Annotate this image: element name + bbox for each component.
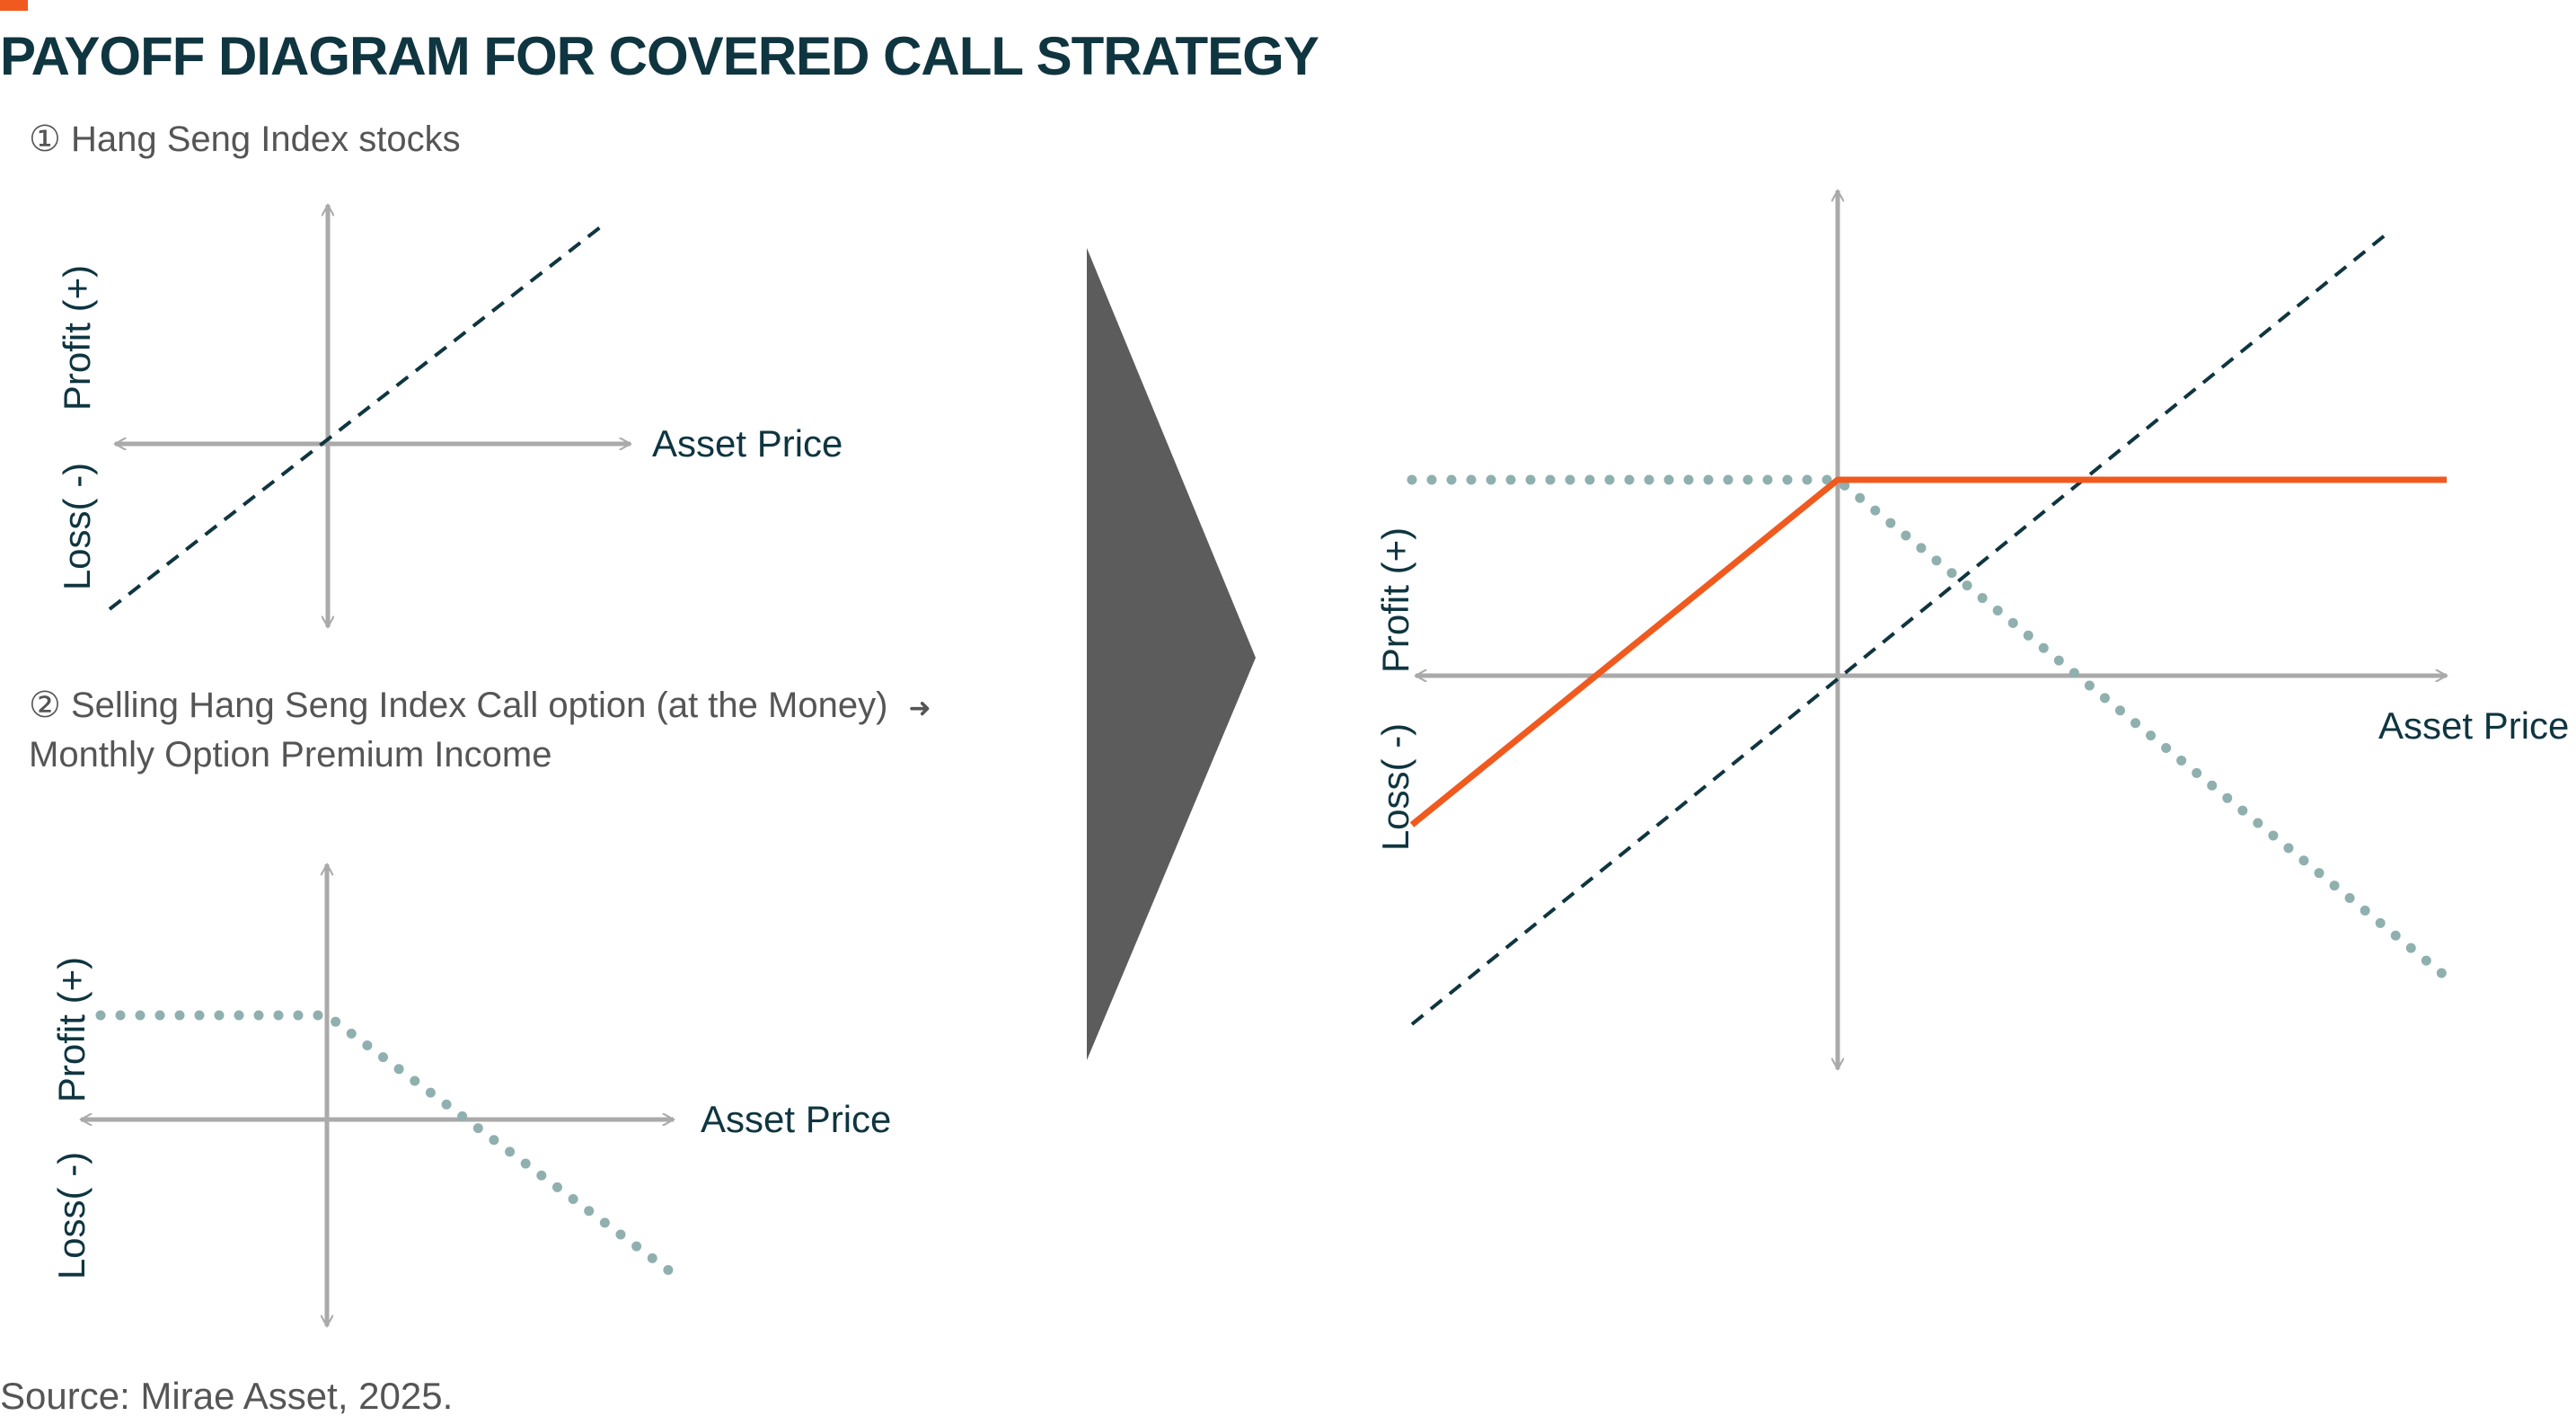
covered-call-payoff-chart: Asset Price Profit (+) Loss( -): [1374, 190, 2569, 1069]
stock-x-axis-label: Asset Price: [652, 422, 842, 465]
combined-y-profit-label: Profit (+): [1374, 527, 1416, 673]
combined-x-axis-label: Asset Price: [2378, 704, 2569, 747]
option-y-profit-label: Profit (+): [50, 957, 93, 1102]
combined-option-payoff-line: [1407, 474, 2450, 981]
stock-payoff-line: [108, 223, 605, 611]
combined-stock-payoff-line: [1410, 230, 2391, 1026]
option-payoff-line: [95, 1010, 686, 1285]
combined-y-loss-label: Loss( -): [1374, 723, 1416, 851]
source-note: Source: Mirae Asset, 2025.: [0, 1375, 454, 1417]
stock-y-profit-label: Profit (+): [56, 265, 98, 411]
option-panel-label-text: ② Selling Hang Seng Index Call option (a…: [29, 686, 888, 725]
stock-panel-label: ① Hang Seng Index stocks: [29, 119, 461, 159]
right-arrow-shape: [1087, 248, 1256, 1060]
option-payoff-chart: Asset Price Profit (+) Loss( -): [50, 864, 891, 1326]
accent-bar: [0, 0, 28, 11]
covered-call-payoff-line: [1409, 476, 2447, 828]
page-title: PAYOFF DIAGRAM FOR COVERED CALL STRATEGY: [0, 26, 1319, 86]
stock-y-loss-label: Loss( -): [56, 463, 98, 590]
stock-payoff-chart: Asset Price Profit (+) Loss( -): [56, 205, 842, 627]
option-y-loss-label: Loss( -): [50, 1152, 93, 1279]
option-panel-label-line2: Monthly Option Premium Income: [29, 735, 552, 774]
option-panel-label-line1: ② Selling Hang Seng Index Call option (a…: [29, 685, 931, 726]
right-arrow-icon: ➜: [908, 694, 931, 723]
option-x-axis-label: Asset Price: [701, 1098, 891, 1140]
